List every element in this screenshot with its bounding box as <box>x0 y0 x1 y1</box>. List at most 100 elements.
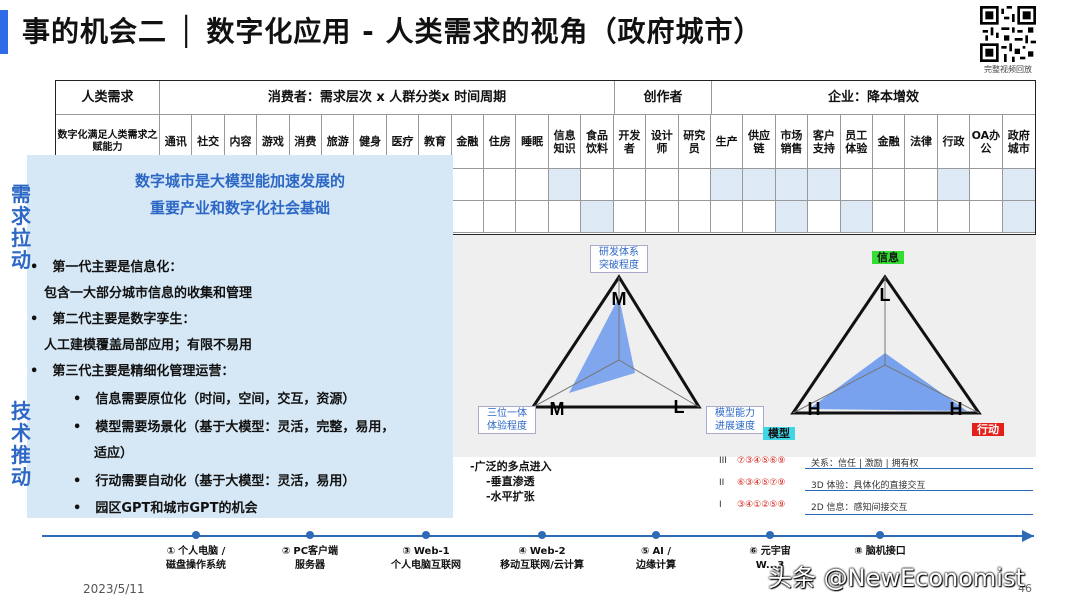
timeline-tick <box>306 531 314 539</box>
table-cell <box>905 169 938 201</box>
column-header: 设计师 <box>646 115 679 169</box>
table-cell <box>937 201 971 233</box>
timeline-tick <box>538 531 546 539</box>
watermark: 头条 @NewEconomist <box>768 564 1025 592</box>
right-left-letter: H <box>808 399 821 419</box>
right-top-letter: L <box>880 285 891 305</box>
table-cell <box>451 169 485 201</box>
right-left-label: 模型能力 进展速度 <box>706 406 764 434</box>
level-3-circles: ⑦③④⑤⑥⑨ <box>737 456 786 466</box>
column-header: 行政 <box>937 115 971 169</box>
timeline-arrowhead-icon <box>1022 530 1034 542</box>
qr-caption: 完整视频回放 <box>984 65 1032 74</box>
bullet-model: •模型需要场景化（基于大模型：灵活，完整，易用， <box>73 420 395 435</box>
timeline-tick <box>192 531 200 539</box>
column-header: OA办公 <box>970 115 1003 169</box>
page-title: 事的机会二 │ 数字化应用 - 人类需求的视角（政府城市） <box>22 15 763 48</box>
level-2-circles: ⑥③④⑤⑦⑨ <box>737 478 786 488</box>
table-cell <box>872 201 906 233</box>
column-header: 供应链 <box>743 115 776 169</box>
table-cell <box>484 201 517 233</box>
slide-date: 2023/5/11 <box>83 582 145 596</box>
column-header: 金融 <box>451 115 485 169</box>
table-cell <box>548 201 582 233</box>
table-cell <box>646 169 679 201</box>
panel-title-line-1: 数字城市是大模型能加速发展的 <box>134 172 345 190</box>
text-gen2-detail: 人工建模覆盖局部应用；有限不易用 <box>44 338 253 353</box>
tag-action: 行动 <box>972 423 1004 436</box>
table-cell <box>872 169 906 201</box>
column-header: 住房 <box>484 115 517 169</box>
note-2: -垂直渗透 <box>486 475 535 488</box>
strategy-notes: -广泛的多点进入 -垂直渗透 -水平扩张 <box>470 459 552 504</box>
left-triangle <box>530 274 702 409</box>
column-header: 法律 <box>905 115 938 169</box>
timeline-tick <box>652 531 660 539</box>
column-header: 生产 <box>710 115 744 169</box>
text-gen1-detail: 包含一大部分城市信息的收集和管理 <box>44 286 253 301</box>
table-cell <box>581 169 614 201</box>
bullet-gpt: •园区GPT和城市GPT的机会 <box>73 501 258 516</box>
right-triangle <box>790 274 982 415</box>
table-cell <box>808 169 841 201</box>
table-cell <box>484 169 517 201</box>
column-header: 睡眠 <box>516 115 549 169</box>
table-cell <box>775 169 809 201</box>
timeline-tick <box>766 531 774 539</box>
title-accent-bar <box>0 10 8 54</box>
table-cell <box>516 169 549 201</box>
table-cell <box>516 201 549 233</box>
qr-code-icon[interactable] <box>980 6 1036 62</box>
table-cell <box>970 201 1003 233</box>
side-label-demand: 需求拉动 <box>11 182 31 272</box>
table-cell <box>581 201 614 233</box>
group-header-consumer: 消费者：需求层次 x 人群分类x 时间周期 <box>160 81 615 115</box>
table-cell <box>905 201 938 233</box>
left-top-letter: M <box>612 289 627 309</box>
tag-info: 信息 <box>872 251 904 264</box>
table-cell <box>937 169 971 201</box>
note-1: -广泛的多点进入 <box>470 460 552 473</box>
timeline-tick <box>422 531 430 539</box>
level-1-text: 2D 信息：感知间接交互 <box>811 503 908 513</box>
table-cell <box>840 201 873 233</box>
table-cell <box>710 169 744 201</box>
side-label-tech: 技术推动 <box>11 399 31 489</box>
table-cell <box>613 169 647 201</box>
left-top-label: 研发体系 突破程度 <box>590 245 648 273</box>
left-left-letter: M <box>550 399 565 419</box>
group-header-enterprise: 企业：降本增效 <box>712 81 1035 115</box>
table-cell <box>1002 169 1035 201</box>
level-2-arrow <box>805 490 1033 491</box>
column-header: 员工体验 <box>840 115 873 169</box>
level-3-arrow <box>805 468 1033 469</box>
level-1-arrow <box>805 514 1033 515</box>
tag-model: 模型 <box>763 427 795 440</box>
note-3: -水平扩张 <box>486 490 535 503</box>
column-header: 金融 <box>872 115 906 169</box>
levels-block: III ⑦③④⑤⑥⑨ 关系：信任 | 激励 | 拥有权 II ⑥③④⑤⑦⑨ 3D… <box>705 456 1036 522</box>
right-right-letter: H <box>950 399 963 419</box>
table-corner-label: 人类需求 <box>56 81 160 115</box>
level-1-circles: ③④①②⑤⑨ <box>737 500 786 510</box>
left-left-label: 三位一体 体验程度 <box>478 406 536 434</box>
column-header: 研究员 <box>678 115 711 169</box>
table-cell <box>678 201 711 233</box>
table-cell <box>678 169 711 201</box>
bullet-gen1: •第一代主要是信息化： <box>30 260 183 275</box>
table-cell <box>451 201 485 233</box>
table-cell <box>808 201 841 233</box>
table-cell <box>743 201 776 233</box>
table-cell <box>743 169 776 201</box>
table-cell <box>775 201 809 233</box>
level-2-roman: II <box>719 478 725 488</box>
page-number: 46 <box>1018 582 1032 595</box>
column-header: 市场销售 <box>775 115 809 169</box>
table-cell <box>613 201 647 233</box>
panel-title-line-2: 重要产业和数字化社会基础 <box>149 199 330 217</box>
